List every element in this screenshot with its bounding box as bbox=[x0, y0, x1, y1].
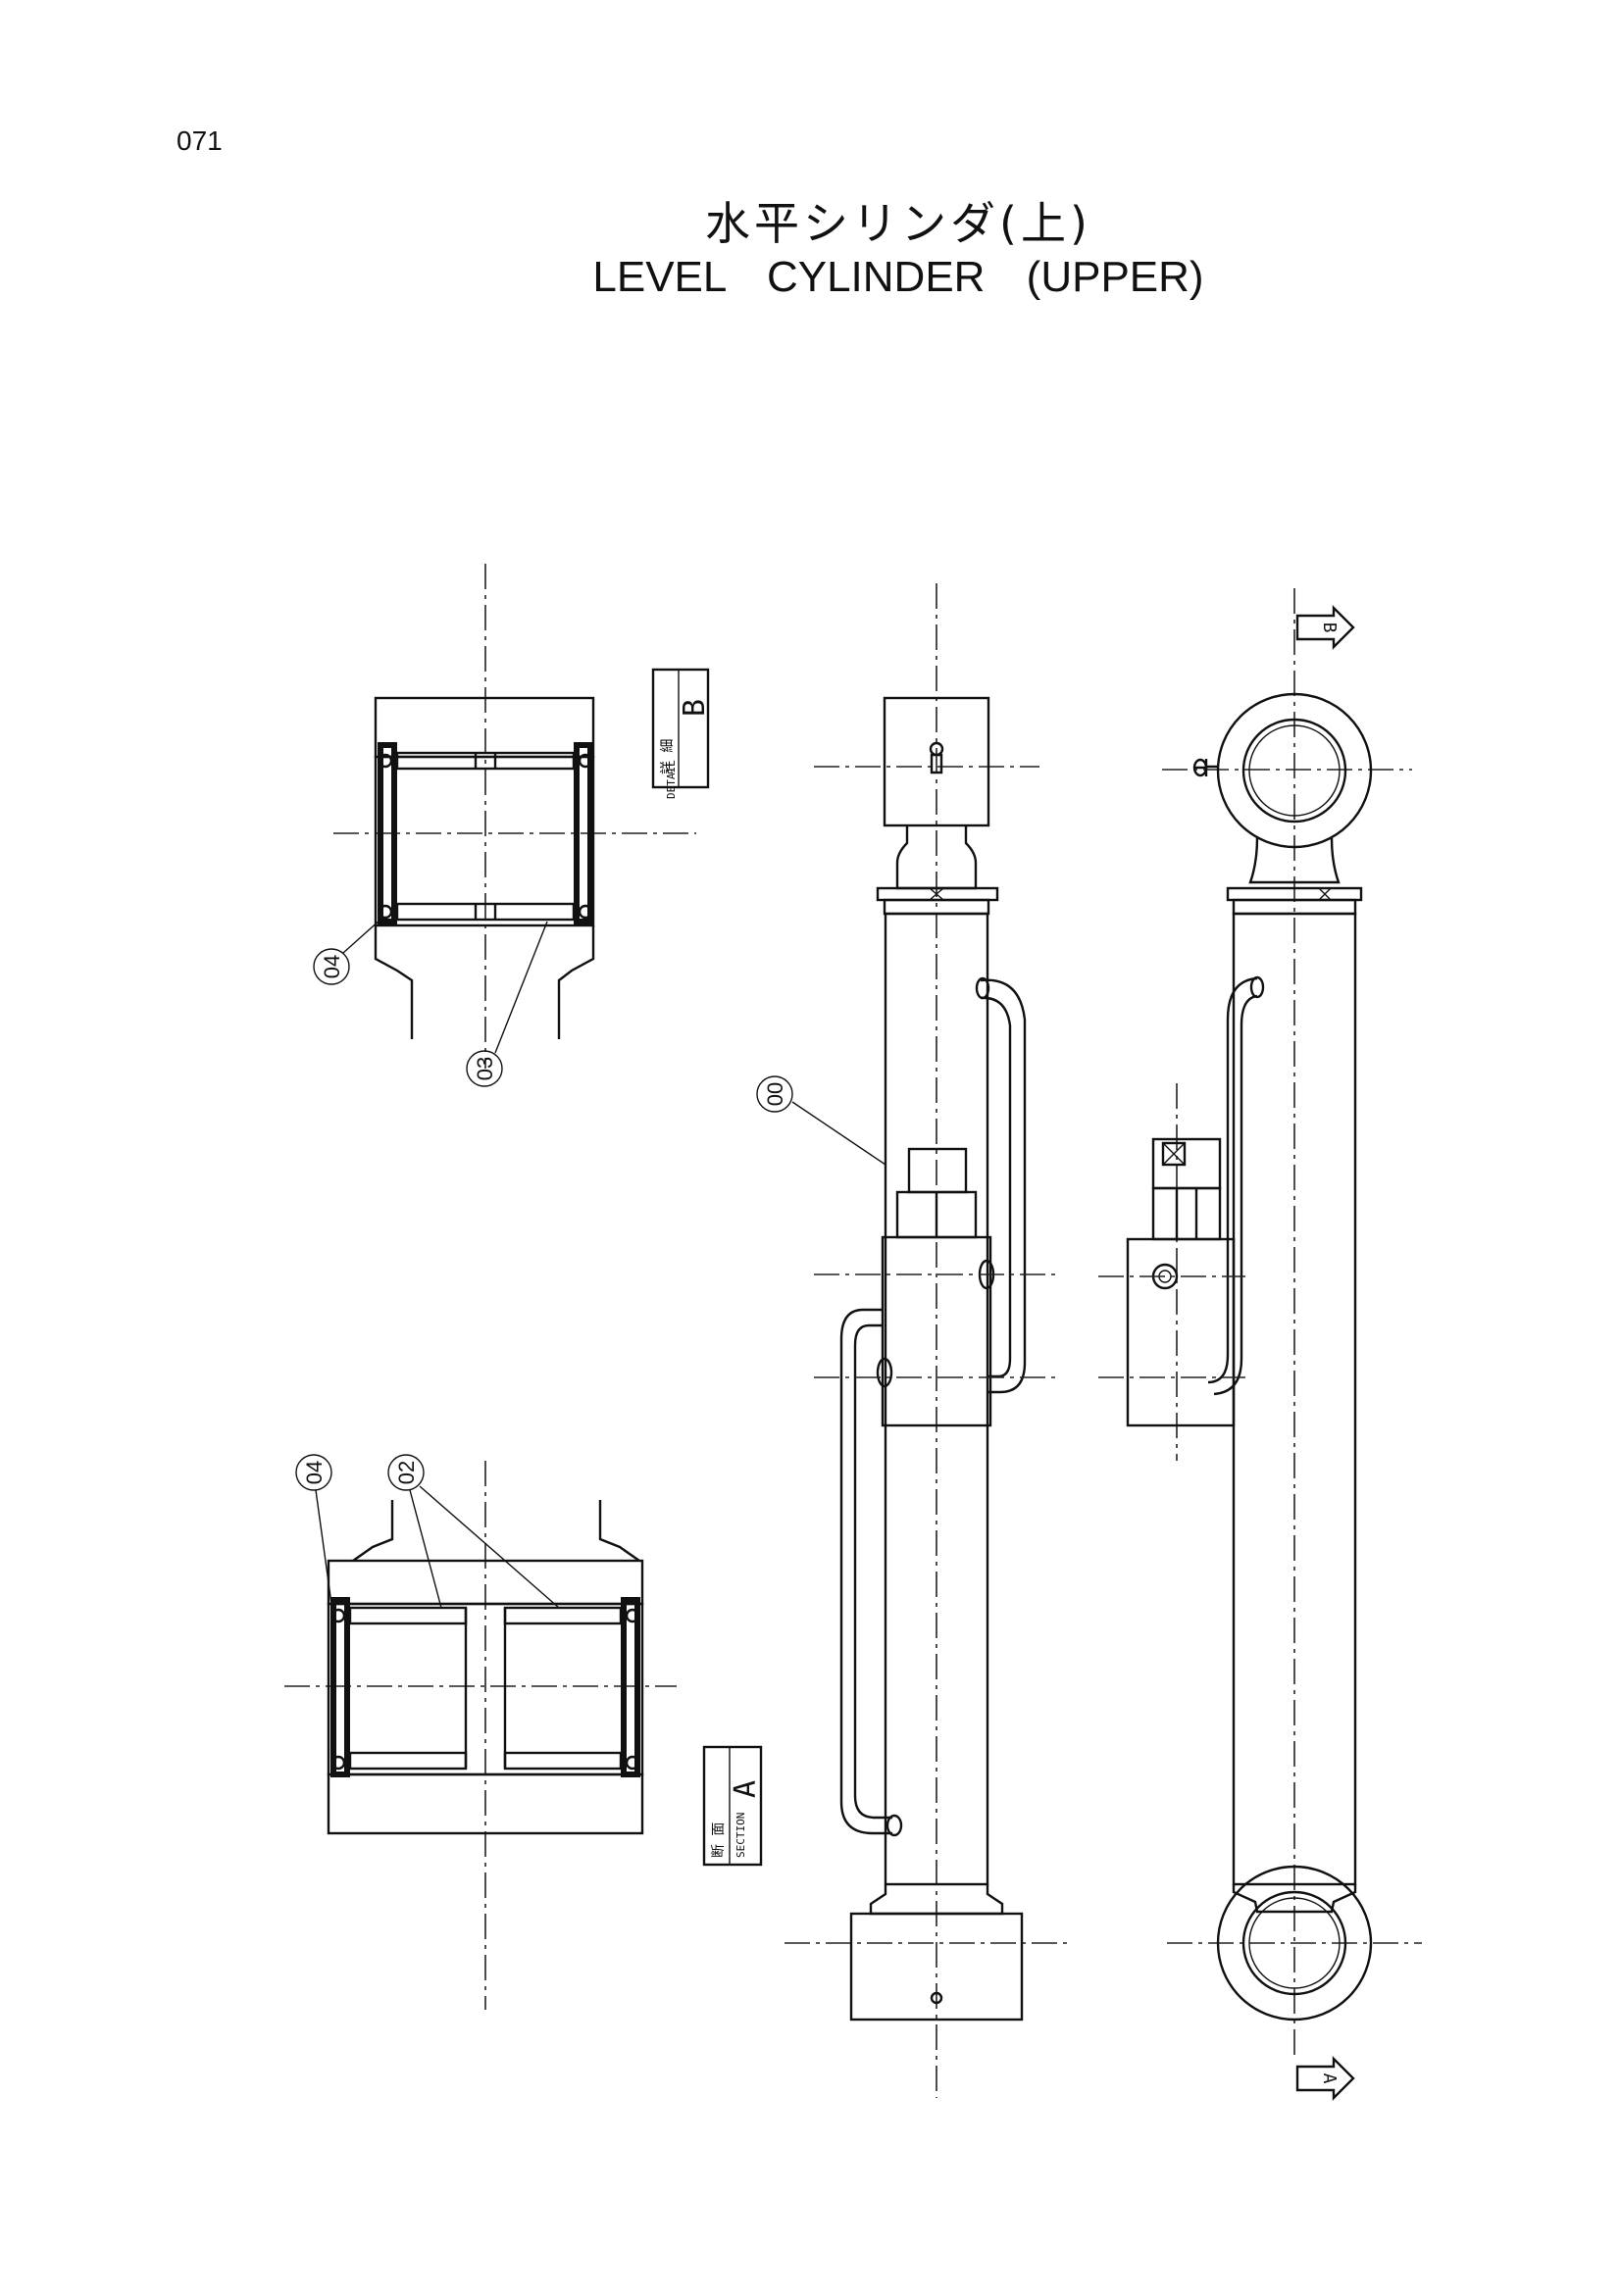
callout-04-top: 04 bbox=[313, 919, 381, 985]
detail-b-view: 04 03 bbox=[313, 564, 696, 1087]
cylinder-side-view bbox=[1098, 588, 1422, 2059]
view-arrow-a-letter: A bbox=[1319, 2073, 1340, 2084]
detail-b-tag-en: DETAIL bbox=[665, 760, 678, 799]
view-arrow-b-letter: B bbox=[1319, 623, 1340, 633]
section-a-tag-letter: A bbox=[729, 1780, 763, 1798]
section-a-tag-en: SECTION bbox=[734, 1813, 747, 1858]
section-a-tag-jp: 断 面 bbox=[711, 1822, 727, 1858]
detail-b-tag-letter: B bbox=[678, 699, 712, 717]
view-arrow-a: A bbox=[1295, 2056, 1355, 2101]
detail-b-tag-jp: 詳 細 bbox=[660, 739, 676, 774]
callout-04-top-label: 04 bbox=[320, 955, 344, 978]
section-a-tag: 断 面 SECTION A bbox=[702, 1745, 763, 1867]
page-number: 071 bbox=[177, 125, 223, 156]
callout-02-label: 02 bbox=[394, 1461, 419, 1484]
detail-b-tag: 詳 細 DETAIL B bbox=[651, 668, 712, 799]
cylinder-front-view: 00 bbox=[756, 583, 1069, 2098]
title-english: LEVEL CYLINDER (UPPER) bbox=[592, 253, 1204, 301]
view-arrow-b: B bbox=[1295, 605, 1355, 650]
callout-03: 03 bbox=[466, 921, 548, 1087]
callout-00-label: 00 bbox=[763, 1082, 787, 1106]
title-japanese: 水平シリンダ(上) bbox=[705, 197, 1091, 250]
callout-04-bottom: 04 bbox=[295, 1454, 332, 1605]
callout-03-label: 03 bbox=[473, 1057, 497, 1080]
callout-02: 02 bbox=[387, 1454, 560, 1609]
callout-04-bottom-label: 04 bbox=[302, 1461, 327, 1484]
section-a-view: 04 02 bbox=[284, 1454, 677, 2010]
callout-00: 00 bbox=[756, 1075, 886, 1166]
